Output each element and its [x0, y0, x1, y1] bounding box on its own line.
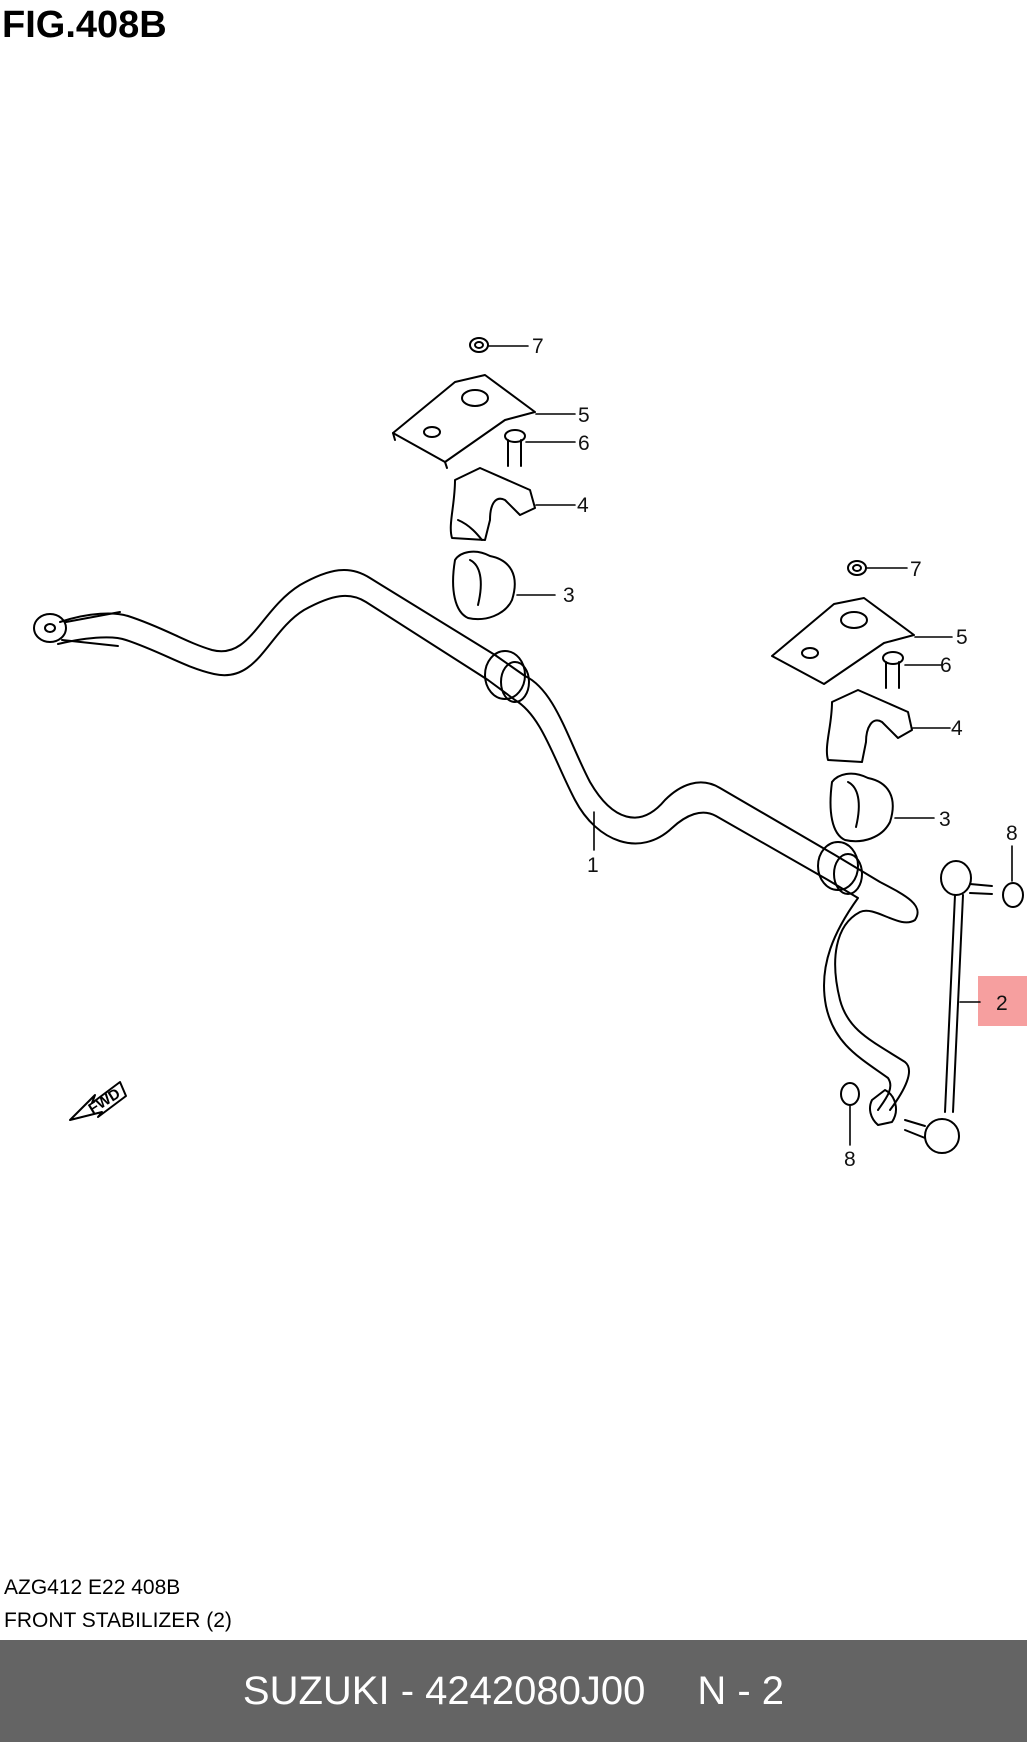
footer-bar: SUZUKI - 4242080J00 N - 2: [0, 1640, 1027, 1742]
figure-title: FIG.408B: [2, 4, 167, 46]
stabilizer-link-rod: [840, 860, 1024, 1154]
callout-5-right: 5: [956, 626, 968, 649]
fwd-arrow: [69, 1081, 127, 1121]
callout-7-right: 7: [910, 558, 922, 581]
callout-6-right: 6: [940, 654, 952, 677]
right-mount-group: [771, 560, 915, 843]
highlight-part-2[interactable]: [978, 976, 1027, 1026]
diagram-code: AZG412 E22 408B: [4, 1576, 181, 1599]
callout-8-right: 8: [1006, 822, 1018, 845]
callout-8-bottom: 8: [844, 1148, 856, 1171]
stabilizer-bar: [33, 568, 919, 1126]
callout-3-left: 3: [563, 584, 575, 607]
exploded-parts-diagram: 7 5 6 4 3 1 7 5 6 4 3 8 8 2 FWD: [33, 335, 1024, 1171]
callout-4-right: 4: [951, 717, 963, 740]
callout-5-left: 5: [578, 404, 590, 427]
brand-part-number: SUZUKI - 4242080J00: [242, 1668, 646, 1713]
callout-2[interactable]: 2: [996, 992, 1008, 1015]
quantity-label: N - 2: [697, 1668, 785, 1713]
callout-3-right: 3: [939, 808, 951, 831]
callout-6-left: 6: [578, 432, 590, 455]
diagram-name: FRONT STABILIZER (2): [4, 1609, 232, 1632]
callout-4-left: 4: [577, 494, 589, 517]
callout-1: 1: [587, 854, 599, 877]
left-mount-group: [392, 337, 536, 620]
callout-7-left: 7: [532, 335, 544, 358]
